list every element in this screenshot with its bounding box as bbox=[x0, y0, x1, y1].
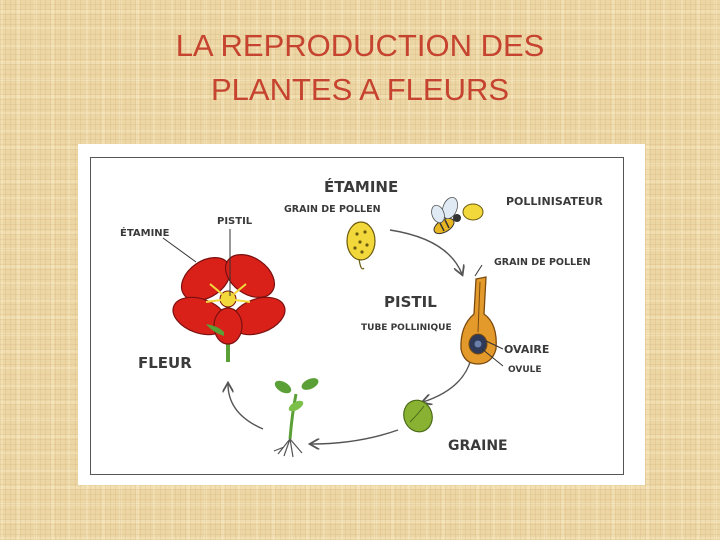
label-graine: GRAINE bbox=[448, 438, 508, 454]
seed-illustration bbox=[399, 396, 436, 436]
arrow-pistil-to-seed bbox=[423, 359, 471, 402]
label-ovule: OVULE bbox=[508, 365, 542, 375]
etamine-pointer-line bbox=[163, 238, 196, 262]
diagram-panel: ÉTAMINE GRAIN DE POLLEN POLLINISATEUR GR… bbox=[78, 144, 645, 485]
label-grain-pollen-right: GRAIN DE POLLEN bbox=[494, 257, 591, 268]
arrow-seed-to-plant bbox=[311, 430, 398, 444]
title-line-1: LA REPRODUCTION DES bbox=[60, 24, 660, 68]
reproduction-cycle-diagram: ÉTAMINE GRAIN DE POLLEN POLLINISATEUR GR… bbox=[78, 144, 645, 485]
flower-illustration bbox=[168, 246, 290, 362]
label-grain-pollen-top: GRAIN DE POLLEN bbox=[284, 204, 381, 215]
label-etamine-top: ÉTAMINE bbox=[324, 177, 398, 196]
label-fleur: FLEUR bbox=[138, 354, 192, 372]
seedling-illustration bbox=[273, 376, 321, 457]
label-tube-pollinique: TUBE POLLINIQUE bbox=[361, 323, 452, 333]
pollen-right-pointer-line bbox=[475, 265, 482, 276]
slide-title: LA REPRODUCTION DES PLANTES A FLEURS bbox=[60, 24, 660, 112]
arrow-pollen-to-pistil bbox=[390, 230, 462, 274]
pistil-illustration bbox=[461, 277, 496, 364]
label-pistil-left: PISTIL bbox=[217, 216, 253, 227]
label-etamine-left: ÉTAMINE bbox=[120, 226, 170, 239]
label-pollinisateur: POLLINISATEUR bbox=[506, 195, 603, 208]
bee-icon bbox=[429, 195, 483, 236]
arrow-plant-to-flower bbox=[228, 384, 263, 429]
title-line-2: PLANTES A FLEURS bbox=[60, 68, 660, 112]
pollen-anther-illustration bbox=[347, 222, 375, 269]
label-ovaire: OVAIRE bbox=[504, 343, 549, 356]
label-pistil-center: PISTIL bbox=[384, 293, 437, 311]
